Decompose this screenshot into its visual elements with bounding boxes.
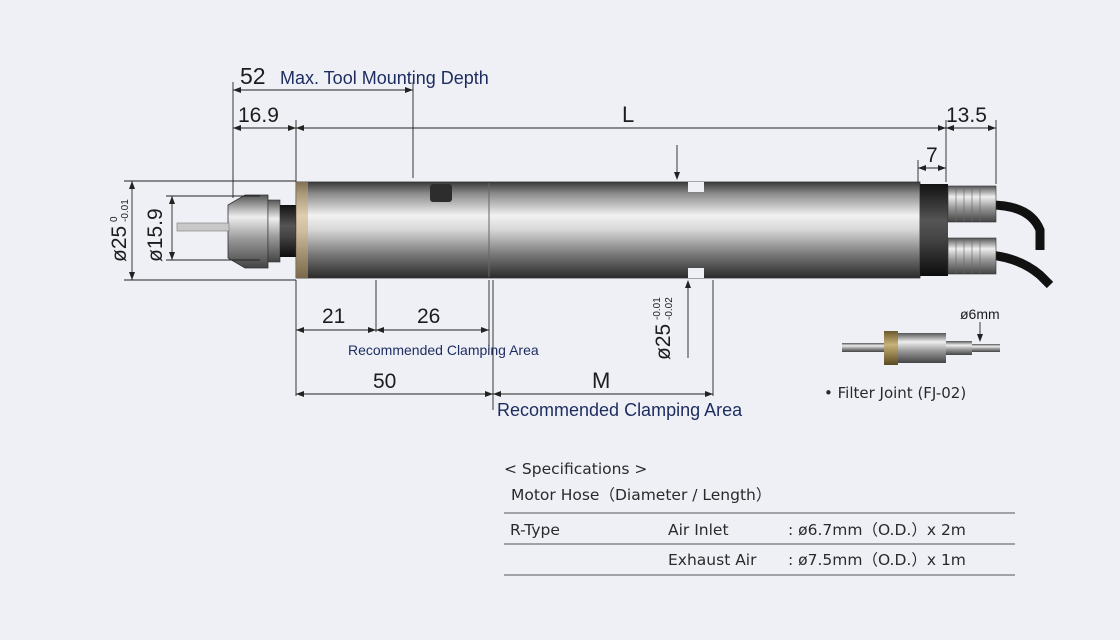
spindle-illustration: [176, 181, 1054, 289]
max-depth-label: Max. Tool Mounting Depth: [280, 68, 489, 88]
dia25r-tol-upper: -0.01: [652, 297, 663, 320]
spec-subheading: Motor Hose（Diameter / Length）: [511, 486, 771, 504]
spec-row-2-value: : ø7.5mm（O.D.）x 1m: [788, 551, 966, 569]
filter-joint-caption: • Filter Joint (FJ-02): [824, 384, 966, 402]
clamp-area-small: Recommended Clamping Area: [348, 342, 539, 358]
dim-7: 7: [926, 144, 938, 167]
dim-16-9: 16.9: [238, 104, 279, 127]
dim-L: L: [622, 102, 634, 127]
max-depth-value: 52: [240, 63, 266, 89]
filter-joint-illustration: ø6mm • Filter Joint (FJ-02): [824, 306, 1000, 402]
filter-joint-dia: ø6mm: [960, 306, 1000, 322]
dimension-labels: 52 Max. Tool Mounting Depth 16.9 L 13.5 …: [108, 63, 987, 420]
dia25-right: ø25: [652, 324, 675, 360]
dia25r-tol-lower: -0.02: [664, 297, 675, 320]
dia25-main: ø25: [108, 226, 131, 262]
dia25-tol-lower: -0.01: [120, 199, 131, 222]
dimension-lines: [124, 82, 997, 410]
arrowheads: [129, 87, 996, 397]
dim-21: 21: [322, 305, 345, 328]
dim-50: 50: [373, 370, 396, 393]
dia25-tol-upper: 0: [109, 216, 120, 222]
spec-heading: < Specifications >: [504, 460, 647, 478]
spec-row-1-item: Air Inlet: [668, 521, 729, 539]
spec-row-2-item: Exhaust Air: [668, 551, 757, 569]
dia15-9: ø15.9: [144, 208, 167, 262]
spec-row-1-value: : ø6.7mm（O.D.）x 2m: [788, 521, 966, 539]
dim-26: 26: [417, 305, 440, 328]
dim-M: M: [592, 368, 610, 393]
clamp-area-large: Recommended Clamping Area: [497, 400, 743, 420]
dim-13-5: 13.5: [946, 104, 987, 127]
specifications: < Specifications > Motor Hose（Diameter /…: [504, 460, 1015, 576]
spec-row-1-type: R-Type: [510, 521, 560, 539]
